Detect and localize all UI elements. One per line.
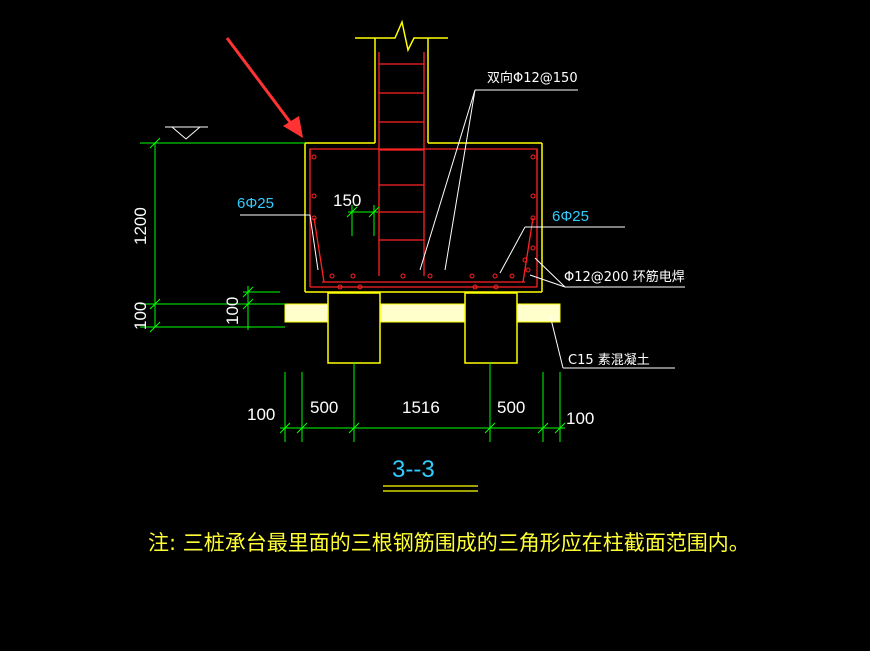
leader-lines — [240, 89, 685, 369]
label-rebar-right: 6Φ25 — [552, 208, 589, 225]
rebar-dots — [311, 154, 536, 290]
red-pointer-arrow — [225, 37, 303, 138]
horizontal-dimensions — [279, 205, 566, 442]
label-dim-150: 150 — [333, 191, 361, 210]
level-marker — [165, 126, 208, 140]
dim-1516: 1516 — [402, 398, 440, 417]
note-text: 注: 三桩承台最里面的三根钢筋围成的三角形应在柱截面范围内。 — [148, 531, 750, 555]
column-rebar-cage — [378, 52, 425, 276]
label-dim-100-mid: 100 — [223, 297, 242, 325]
piles — [327, 292, 518, 364]
column-outline — [304, 19, 543, 292]
dim-100-left: 100 — [247, 405, 275, 424]
dim-500-left: 500 — [310, 398, 338, 417]
label-dim-100-left: 100 — [131, 302, 150, 330]
concrete-bed — [284, 303, 561, 323]
label-dim-1200: 1200 — [131, 207, 150, 245]
section-title: 3--3 — [392, 456, 435, 483]
vertical-dimensions — [140, 137, 305, 333]
dim-500-right: 500 — [497, 398, 525, 417]
title-underline — [383, 485, 478, 492]
label-stirrup: Φ12@200 环筋电焊 — [564, 269, 685, 285]
label-concrete: C15 素混凝土 — [568, 352, 650, 368]
label-rebar-top: 双向Φ12@150 — [487, 70, 578, 86]
dim-100-right: 100 — [566, 409, 594, 428]
label-rebar-left: 6Φ25 — [237, 195, 274, 212]
